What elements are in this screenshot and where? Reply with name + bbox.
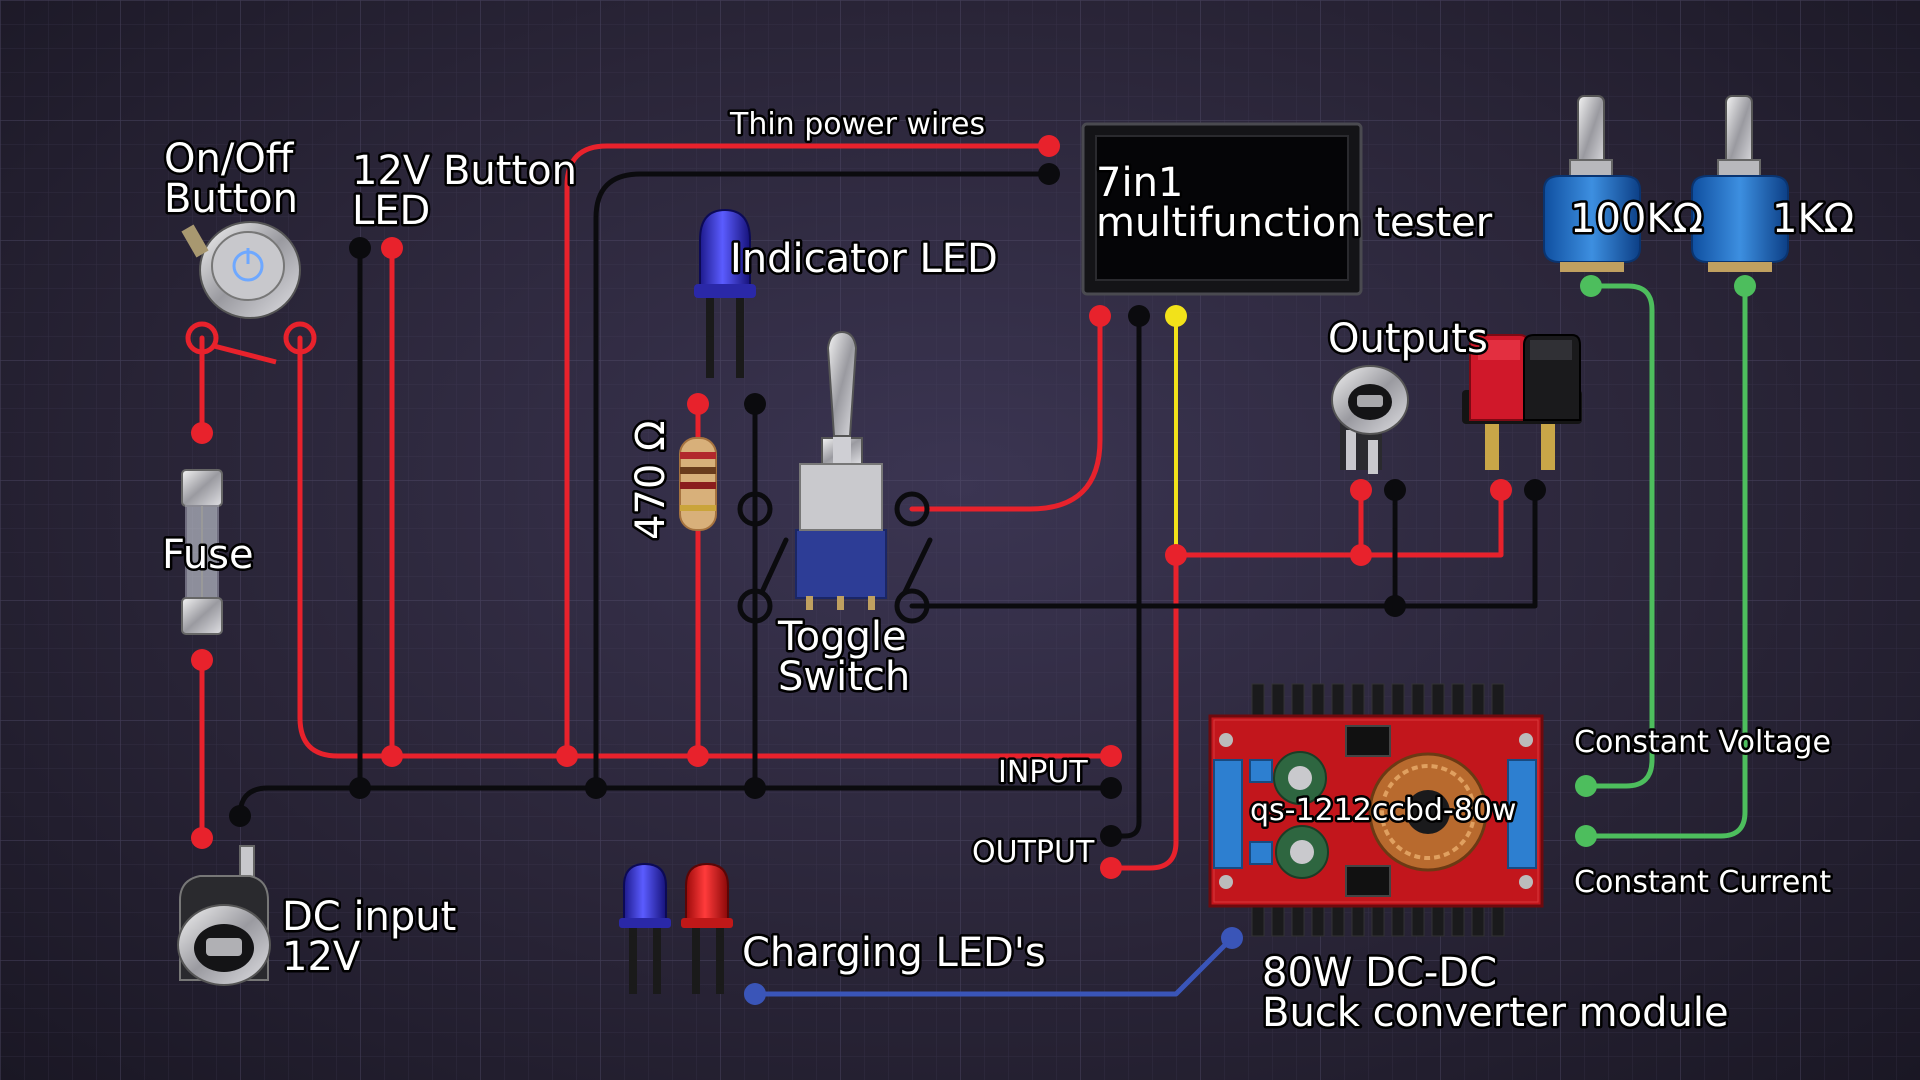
wire-output-positive [1108, 552, 1179, 871]
junction-dot [1350, 544, 1372, 566]
wire-negative-bus [909, 487, 1538, 609]
junction-dot [349, 237, 371, 259]
junction-dot [191, 422, 213, 444]
outputs-label: Outputs [1328, 316, 1488, 362]
junction-dot [1350, 479, 1372, 501]
switch-symbol [185, 321, 317, 365]
blue-and-red-led-icon [619, 862, 733, 994]
pot-100k-label: 100KΩ [1570, 196, 1703, 242]
junction-dot [1100, 825, 1122, 847]
junction-dot [1038, 135, 1060, 157]
lcd-meter-icon [1081, 122, 1363, 296]
dc-input-label: 12V [282, 934, 361, 980]
junction-dot [381, 745, 403, 767]
junction-dot [556, 745, 578, 767]
junction-dot [1089, 305, 1111, 327]
multiturn-potentiometer-icon [1543, 95, 1641, 272]
wire-toggle-to-tester [909, 313, 1103, 512]
junction-dot [1221, 927, 1243, 949]
wire-cv-pot [1583, 283, 1655, 789]
junction-dot [1580, 275, 1602, 297]
junction-dot [1384, 595, 1406, 617]
junction-dot [687, 393, 709, 415]
output-dc-jack-icon [1331, 365, 1409, 474]
junction-dot [381, 237, 403, 259]
wire-positive-bus [1173, 487, 1504, 558]
tester-label: 7in1 [1096, 160, 1183, 206]
wire-output-negative [1108, 313, 1142, 839]
junction-dot [744, 393, 766, 415]
junction-dot [1734, 275, 1756, 297]
junctions [191, 135, 1756, 1005]
junction-dot [1100, 857, 1122, 879]
constant-current-label: Constant Current [1574, 865, 1831, 900]
glass-fuse-icon [181, 469, 223, 635]
module-label: Buck converter module [1262, 990, 1729, 1036]
output-label: OUTPUT [972, 835, 1095, 870]
junction-dot [1100, 777, 1122, 799]
junction-dot [1575, 825, 1597, 847]
blue-led-icon [694, 208, 756, 378]
wire-thin-power-black [593, 171, 1052, 791]
labels: On/Off Button 12V Button LED Thin power … [160, 105, 1857, 1039]
wire-charging-leds [752, 935, 1235, 997]
constant-voltage-label: Constant Voltage [1574, 725, 1831, 760]
junction-dot [744, 777, 766, 799]
junction-dot [1038, 163, 1060, 185]
charging-leds-label: Charging LED's [742, 930, 1046, 976]
junction-dot [1490, 479, 1512, 501]
resistor-icon [679, 437, 717, 531]
on-off-button-label: Button [164, 176, 298, 222]
wire-cc-pot [1583, 283, 1748, 839]
junction-dot [1100, 745, 1122, 767]
module-label: 80W DC-DC [1262, 950, 1497, 996]
thin-power-wires-label: Thin power wires [729, 107, 985, 142]
power-button-icon [181, 221, 301, 319]
module-model-label: qs-1212ccbd-80w [1250, 793, 1516, 828]
dc-input-label: DC input [282, 894, 456, 940]
wire-switch-to-input [297, 335, 1114, 759]
on-off-button-label: On/Off [164, 136, 295, 182]
junction-dot [1165, 305, 1187, 327]
junction-dot [687, 745, 709, 767]
dc-barrel-jack-icon [177, 845, 271, 986]
junction-dot [1575, 775, 1597, 797]
input-label: INPUT [998, 755, 1088, 790]
toggle-switch-label: Toggle [777, 614, 907, 660]
junction-dot [191, 827, 213, 849]
junction-dot [1128, 305, 1150, 327]
junction-dot [1384, 479, 1406, 501]
junction-dot [585, 777, 607, 799]
tester-label: multifunction tester [1096, 200, 1493, 246]
resistor-label: 470 Ω [628, 420, 674, 540]
banana-binding-post-icon [1462, 334, 1582, 470]
toggle-switch-icon [737, 330, 933, 624]
multiturn-potentiometer-icon [1691, 95, 1789, 272]
junction-dot [744, 983, 766, 1005]
button-led-label: LED [352, 188, 430, 234]
junction-dot [191, 649, 213, 671]
wire-thin-power-red [564, 143, 1052, 759]
junction-dot [229, 805, 251, 827]
junction-dot [1524, 479, 1546, 501]
indicator-led-label: Indicator LED [730, 236, 998, 282]
button-led-label: 12V Button [352, 148, 577, 194]
pot-1k-label: 1KΩ [1772, 196, 1854, 242]
buck-converter-board-icon [1208, 683, 1544, 937]
fuse-label: Fuse [162, 532, 254, 578]
junction-dot [1165, 544, 1187, 566]
toggle-switch-label: Switch [778, 654, 910, 700]
junction-dot [349, 777, 371, 799]
